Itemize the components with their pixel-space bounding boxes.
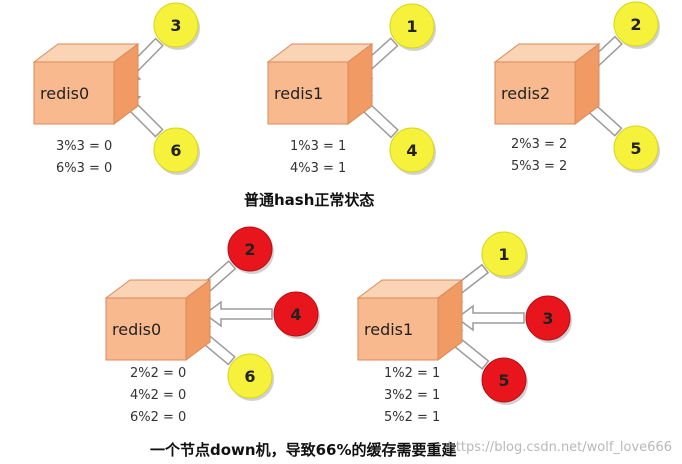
mapping-arrow xyxy=(203,300,273,328)
hash-formula: 2%3 = 2 xyxy=(511,137,567,152)
cube-front-face xyxy=(357,297,439,361)
key-number: 6 xyxy=(170,141,181,160)
hash-formula: 3%3 = 0 xyxy=(56,139,112,154)
redis-node-label: redis1 xyxy=(364,320,413,339)
redis-node-label: redis2 xyxy=(501,84,550,103)
remapped-key-circle: 5 xyxy=(481,357,528,405)
cube-front-face xyxy=(494,61,576,125)
key-number: 2 xyxy=(244,240,255,259)
key-circle: 3 xyxy=(153,2,200,50)
key-circle: 5 xyxy=(613,125,660,173)
key-number: 4 xyxy=(406,141,417,160)
circle-body xyxy=(227,226,273,272)
remapped-key-circle: 4 xyxy=(273,291,320,339)
key-circle: 2 xyxy=(613,1,660,49)
key-number: 2 xyxy=(630,15,641,34)
key-number: 5 xyxy=(630,139,641,158)
key-number: 3 xyxy=(542,309,553,328)
circle-body xyxy=(525,295,571,341)
redis-node-cube: redis0 xyxy=(32,43,140,125)
key-circle: 1 xyxy=(481,231,528,279)
arrow-shape xyxy=(455,304,525,332)
redis-node-cube: redis0 xyxy=(104,279,212,361)
key-circle: 6 xyxy=(227,353,274,401)
key-circle: 1 xyxy=(389,3,436,51)
key-number: 3 xyxy=(170,16,181,35)
caption-normal-state: 普通hash正常状态 xyxy=(244,191,375,209)
cube-front-face xyxy=(33,61,115,125)
redis-node-label: redis1 xyxy=(274,84,323,103)
redis-node-cube: redis1 xyxy=(266,43,374,125)
hash-formula: 4%2 = 0 xyxy=(130,388,186,403)
cube-front-face xyxy=(267,61,349,125)
circle-body xyxy=(481,231,527,277)
circle-body xyxy=(227,353,273,399)
circle-body xyxy=(613,125,659,171)
hash-formula: 6%3 = 0 xyxy=(56,161,112,176)
redis-node-cube: redis2 xyxy=(493,43,601,125)
circle-body xyxy=(481,357,527,403)
mapping-arrow xyxy=(455,304,525,332)
key-number: 5 xyxy=(498,371,509,390)
cube-front-face xyxy=(105,297,187,361)
circle-body xyxy=(153,2,199,48)
key-circle: 4 xyxy=(389,127,436,175)
arrow-shape xyxy=(203,300,273,328)
hash-formula: 1%3 = 1 xyxy=(290,139,346,154)
key-number: 4 xyxy=(290,305,301,324)
key-number: 1 xyxy=(406,17,417,36)
redis-node-label: redis0 xyxy=(40,84,89,103)
hash-formula: 4%3 = 1 xyxy=(290,161,346,176)
key-number: 6 xyxy=(244,367,255,386)
circle-body xyxy=(389,127,435,173)
hash-formula: 2%2 = 0 xyxy=(130,366,186,381)
circle-body xyxy=(273,291,319,337)
remapped-key-circle: 3 xyxy=(525,295,572,343)
hash-formula: 3%2 = 1 xyxy=(384,388,440,403)
remapped-key-circle: 2 xyxy=(227,226,274,274)
redis-node-label: redis0 xyxy=(112,320,161,339)
hash-formula: 1%2 = 1 xyxy=(384,366,440,381)
hash-formula: 5%2 = 1 xyxy=(384,410,440,425)
hash-formula: 6%2 = 0 xyxy=(130,410,186,425)
circle-body xyxy=(613,1,659,47)
watermark: https://blog.csdn.net/wolf_love666 xyxy=(447,440,672,455)
caption-node-failure: 一个节点down机，导致66%的缓存需要重建 xyxy=(150,441,457,459)
redis-node-cube: redis1 xyxy=(356,279,464,361)
circle-body xyxy=(389,3,435,49)
circle-body xyxy=(153,127,199,173)
key-circle: 6 xyxy=(153,127,200,175)
key-number: 1 xyxy=(498,245,509,264)
hash-formula: 5%3 = 2 xyxy=(511,159,567,174)
